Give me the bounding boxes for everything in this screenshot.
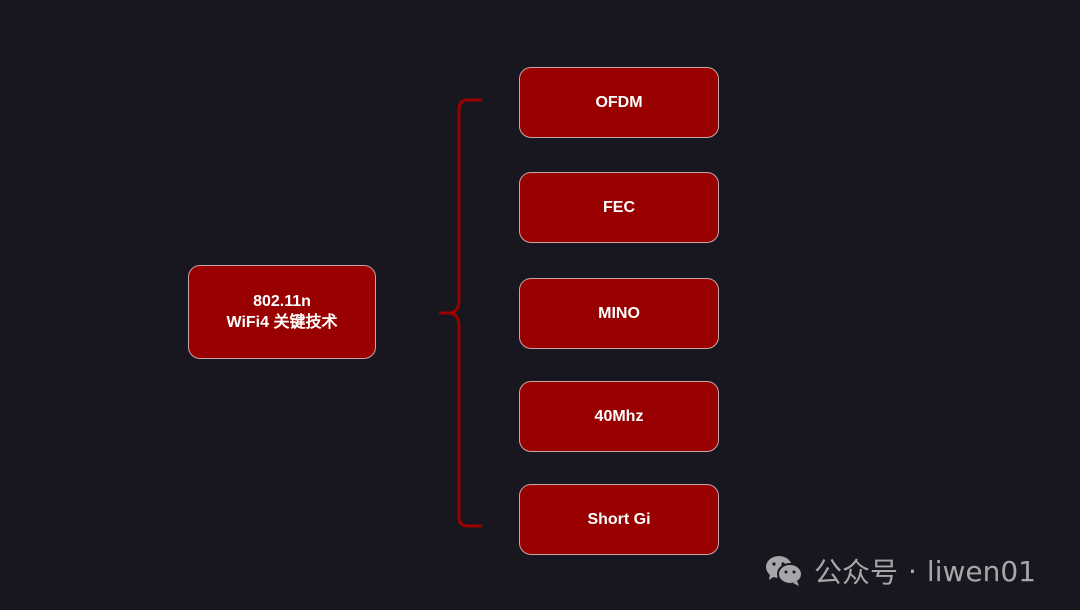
child-node-label: OFDM <box>595 94 643 111</box>
root-node-title: 802.11n <box>253 293 311 310</box>
child-node-short-gi: Short Gi <box>519 484 719 555</box>
child-node-40mhz: 40Mhz <box>519 381 719 452</box>
child-node-ofdm: OFDM <box>519 67 719 138</box>
watermark-account-label: 公众号 <box>814 556 899 589</box>
child-node-label: MINO <box>598 305 640 322</box>
child-node-mino: MINO <box>519 278 719 349</box>
root-node-subtitle: WiFi4 关键技术 <box>226 314 338 331</box>
child-node-label: Short Gi <box>587 511 651 528</box>
root-node-wifi4-key-technologies: 802.11n WiFi4 关键技术 <box>188 265 376 359</box>
brace-path <box>439 98 482 528</box>
wechat-icon <box>766 556 803 586</box>
watermark-account-name: liwen01 <box>926 554 1036 588</box>
watermark-separator: · <box>908 554 917 588</box>
watermark: 公众号 · liwen01 <box>764 551 1036 591</box>
child-node-label: 40Mhz <box>594 408 644 425</box>
child-node-fec: FEC <box>519 172 719 243</box>
child-node-label: FEC <box>603 199 635 216</box>
